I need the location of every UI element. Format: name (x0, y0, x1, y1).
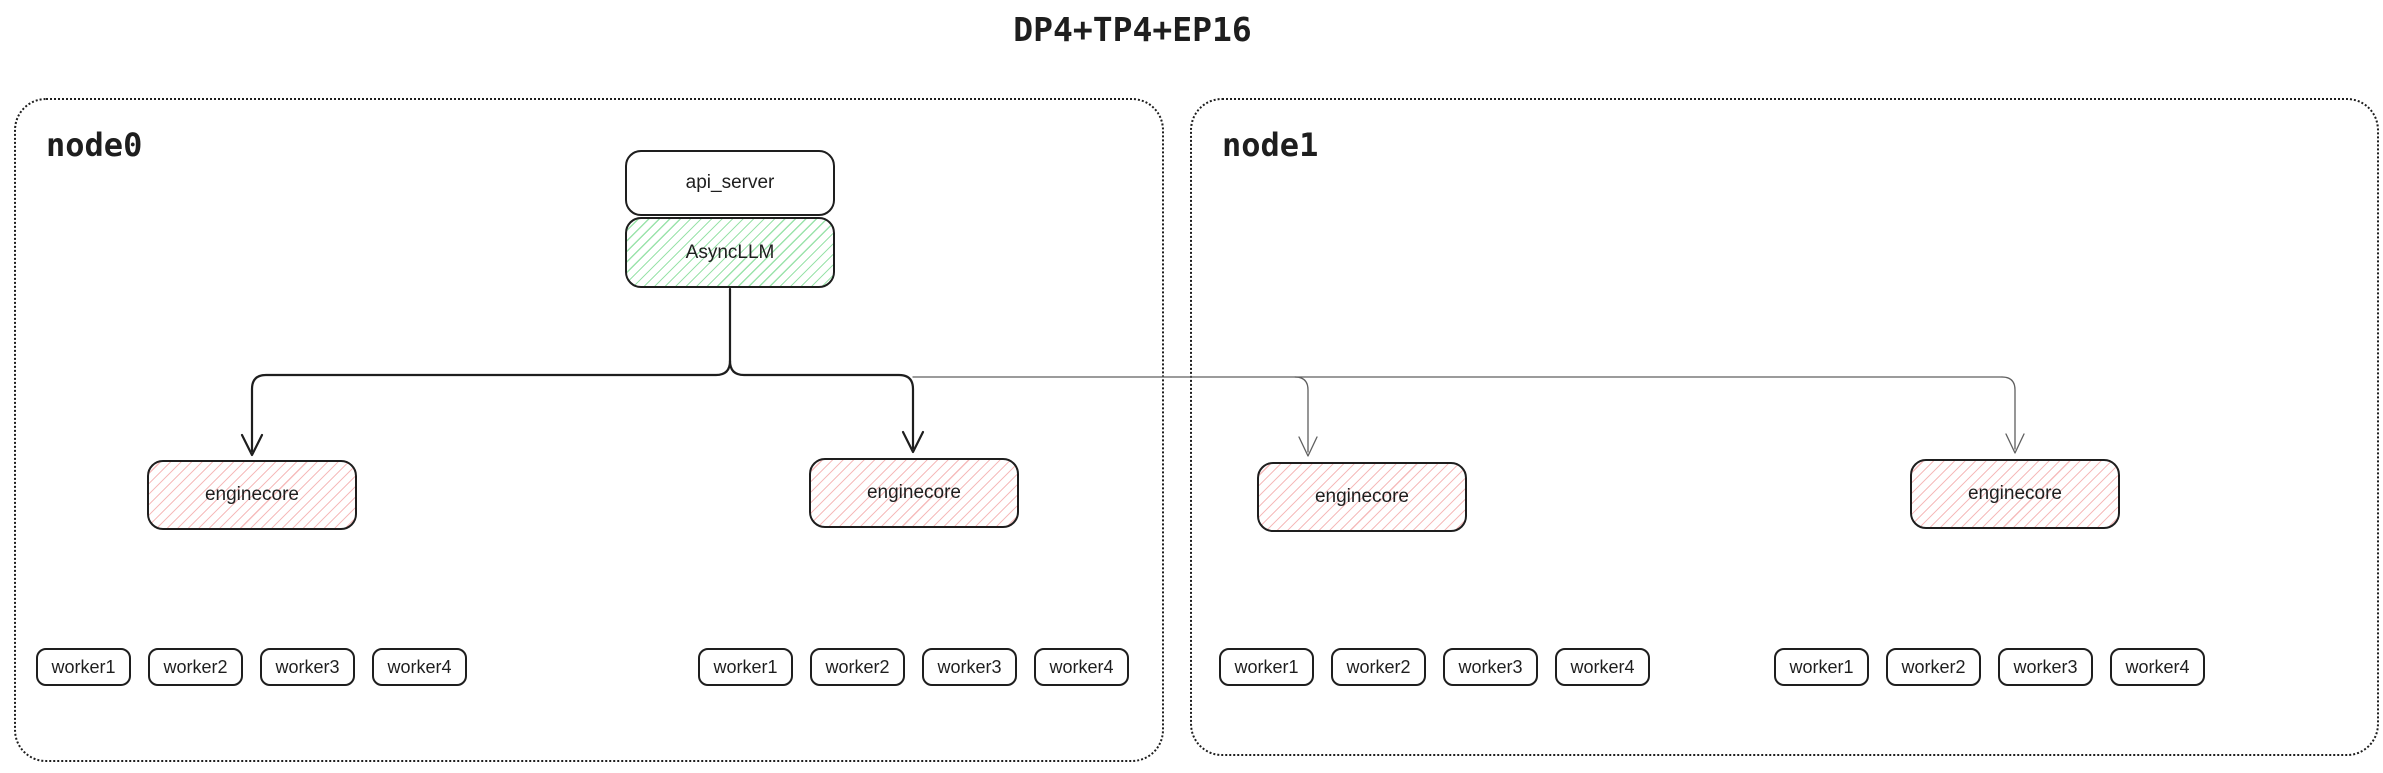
node1-container (1190, 98, 2379, 756)
enginecore-box-3: enginecore (1257, 462, 1467, 532)
worker-box: worker1 (1774, 648, 1869, 686)
worker-box: worker3 (260, 648, 355, 686)
worker-box: worker2 (1886, 648, 1981, 686)
worker-group-1: worker1 worker2 worker3 worker4 (36, 648, 467, 686)
node0-container (14, 98, 1164, 762)
worker-box: worker3 (1443, 648, 1538, 686)
diagram-title: DP4+TP4+EP16 (1013, 10, 1252, 49)
worker-box: worker1 (36, 648, 131, 686)
api-server-box: api_server (625, 150, 835, 216)
node0-label: node0 (46, 126, 143, 164)
worker-box: worker2 (810, 648, 905, 686)
worker-box: worker3 (922, 648, 1017, 686)
worker-group-4: worker1 worker2 worker3 worker4 (1774, 648, 2205, 686)
worker-box: worker1 (1219, 648, 1314, 686)
enginecore-box-1: enginecore (147, 460, 357, 530)
worker-group-3: worker1 worker2 worker3 worker4 (1219, 648, 1650, 686)
node1-label: node1 (1222, 126, 1319, 164)
worker-box: worker4 (1555, 648, 1650, 686)
worker-box: worker4 (372, 648, 467, 686)
worker-box: worker1 (698, 648, 793, 686)
enginecore-box-4: enginecore (1910, 459, 2120, 529)
worker-box: worker4 (2110, 648, 2205, 686)
worker-group-2: worker1 worker2 worker3 worker4 (698, 648, 1129, 686)
enginecore-box-2: enginecore (809, 458, 1019, 528)
asyncllm-box: AsyncLLM (625, 217, 835, 288)
worker-box: worker3 (1998, 648, 2093, 686)
worker-box: worker2 (148, 648, 243, 686)
worker-box: worker4 (1034, 648, 1129, 686)
worker-box: worker2 (1331, 648, 1426, 686)
